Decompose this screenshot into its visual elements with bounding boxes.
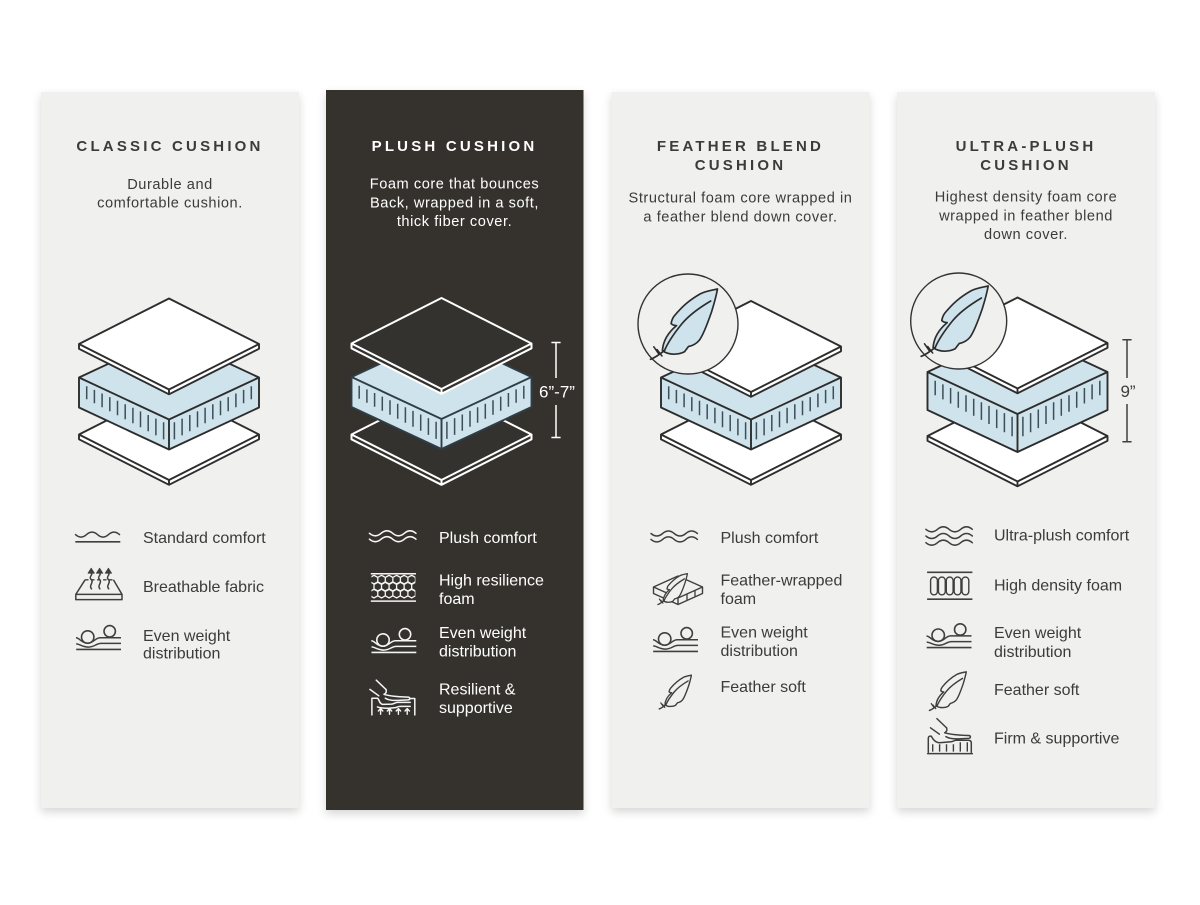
svg-text:Feather-wrapped: Feather-wrapped [721, 573, 843, 590]
svg-text:FEATHER BLEND: FEATHER BLEND [657, 138, 824, 155]
svg-text:Ultra-plush comfort: Ultra-plush comfort [994, 528, 1130, 545]
svg-text:foam: foam [439, 591, 475, 608]
svg-text:Breathable fabric: Breathable fabric [143, 579, 264, 596]
svg-text:9”: 9” [1120, 382, 1135, 401]
svg-text:High resilience: High resilience [439, 573, 544, 590]
svg-text:Foam core that bounces: Foam core that bounces [370, 177, 539, 193]
svg-text:distribution: distribution [721, 643, 798, 660]
svg-text:Resilient &: Resilient & [439, 682, 516, 699]
svg-text:foam: foam [721, 591, 757, 608]
svg-text:Plush comfort: Plush comfort [439, 530, 537, 547]
svg-text:Even weight: Even weight [439, 625, 527, 642]
svg-text:CUSHION: CUSHION [980, 157, 1072, 174]
svg-text:Structural foam core wrapped i: Structural foam core wrapped in [629, 191, 853, 207]
svg-text:Plush comfort: Plush comfort [721, 530, 819, 547]
svg-text:comfortable cushion.: comfortable cushion. [97, 196, 243, 212]
svg-text:PLUSH CUSHION: PLUSH CUSHION [372, 138, 538, 155]
svg-text:Highest density foam core: Highest density foam core [935, 190, 1117, 206]
svg-text:Even weight: Even weight [721, 625, 809, 642]
svg-text:ULTRA-PLUSH: ULTRA-PLUSH [956, 138, 1097, 155]
svg-text:Standard comfort: Standard comfort [143, 530, 266, 547]
svg-text:Feather soft: Feather soft [721, 679, 807, 696]
svg-text:Back, wrapped in a soft,: Back, wrapped in a soft, [370, 196, 539, 212]
svg-text:thick fiber cover.: thick fiber cover. [397, 214, 512, 230]
svg-text:wrapped in feather blend: wrapped in feather blend [938, 209, 1113, 225]
svg-text:High density foam: High density foam [994, 577, 1122, 594]
svg-text:Firm & supportive: Firm & supportive [994, 731, 1119, 748]
svg-text:Feather soft: Feather soft [994, 682, 1080, 699]
svg-text:Even weight: Even weight [143, 628, 231, 645]
svg-text:CLASSIC CUSHION: CLASSIC CUSHION [76, 138, 263, 155]
svg-text:a feather blend down cover.: a feather blend down cover. [643, 210, 837, 226]
svg-text:distribution: distribution [143, 646, 220, 663]
svg-text:supportive: supportive [439, 700, 513, 717]
svg-text:CUSHION: CUSHION [695, 157, 787, 174]
svg-text:Even weight: Even weight [994, 625, 1082, 642]
svg-text:distribution: distribution [994, 644, 1071, 661]
svg-text:Durable and: Durable and [127, 177, 213, 193]
svg-text:down cover.: down cover. [984, 227, 1068, 243]
svg-text:distribution: distribution [439, 644, 516, 661]
svg-text:6”-7”: 6”-7” [539, 383, 575, 402]
